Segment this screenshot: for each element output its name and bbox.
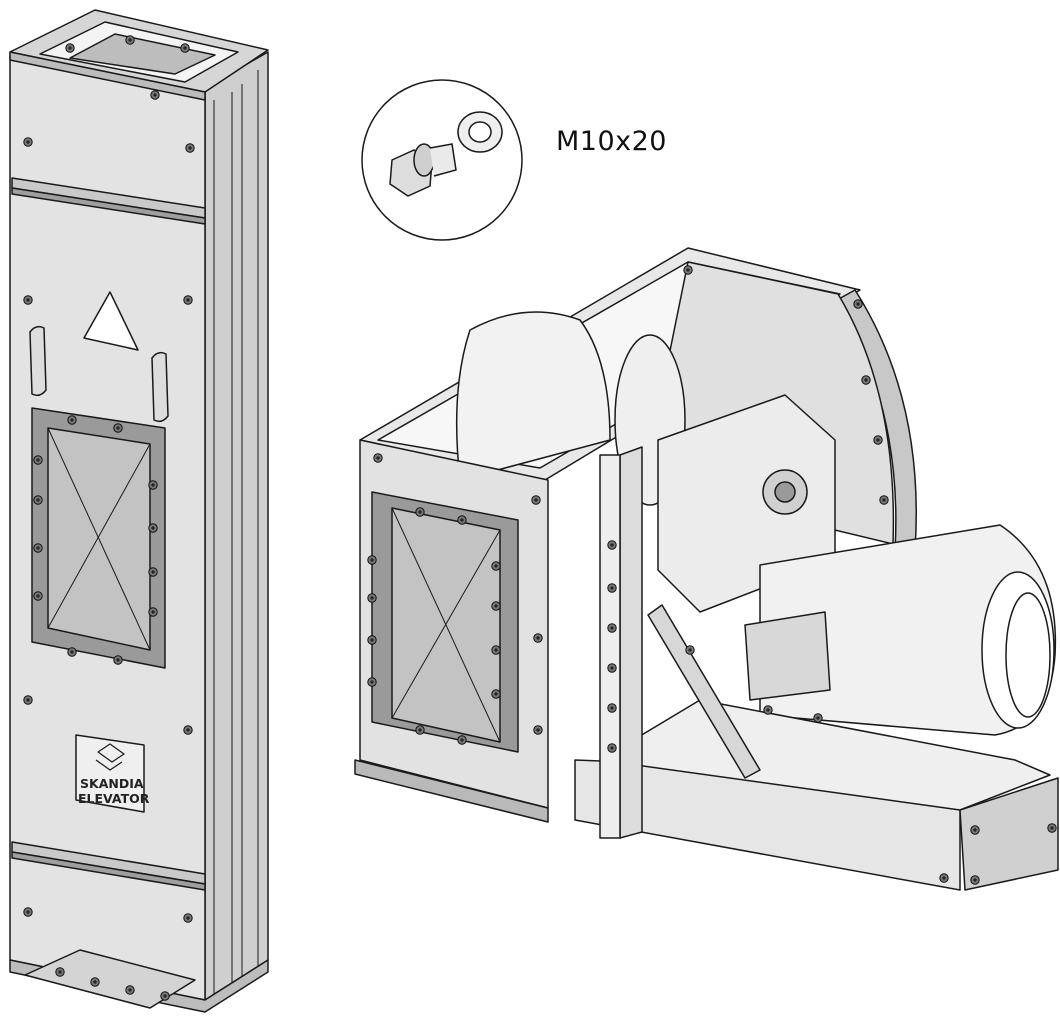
- elevator-head-section: [354, 247, 1059, 891]
- brand-line-2: ELEVATOR: [78, 791, 150, 806]
- brand-line-1: SKANDIA: [80, 776, 144, 791]
- elevator-leg-section: [9, 9, 269, 1013]
- fastener-size-label: M10x20: [556, 126, 667, 157]
- fastener-detail-callout: [361, 79, 523, 241]
